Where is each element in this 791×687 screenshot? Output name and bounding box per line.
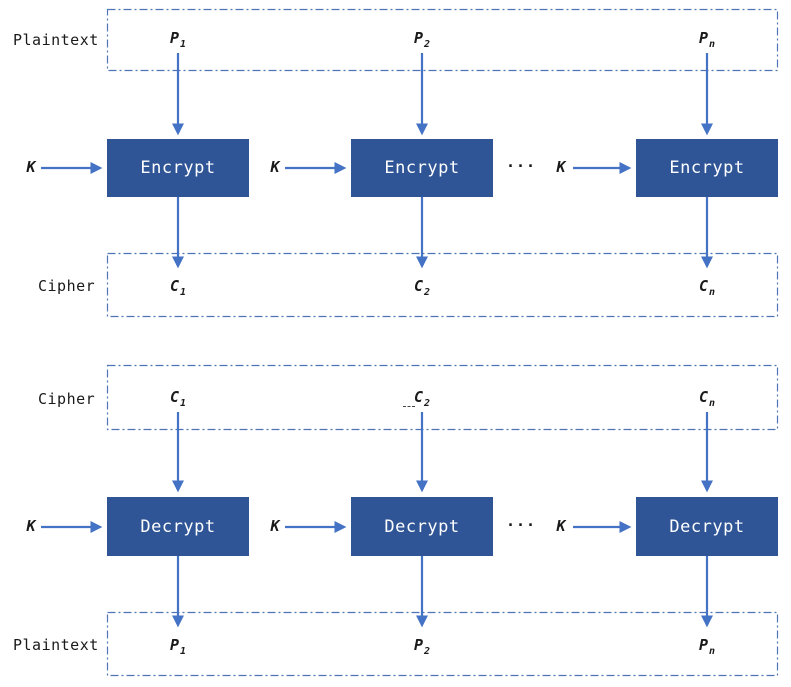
decrypt-box-2: Decrypt <box>351 497 493 556</box>
block-subscript: 1 <box>180 287 187 298</box>
block-base: P <box>169 29 179 47</box>
block-base: C <box>413 388 423 406</box>
decryption-input-region-label: Cipher <box>38 390 96 408</box>
encrypt-box-label: Encrypt <box>669 158 745 178</box>
block-base: P <box>413 29 423 47</box>
decryption-ellipsis: ... <box>505 512 537 530</box>
block-subscript: 2 <box>424 39 431 50</box>
block-base: C <box>169 277 179 295</box>
block-subscript: 2 <box>424 646 431 657</box>
plaintext-block-p1: P1 <box>170 29 186 50</box>
encryption-ellipsis: ... <box>505 153 537 171</box>
block-base: P <box>169 636 179 654</box>
decrypt-box-3: Decrypt <box>636 497 778 556</box>
cipher-block-c1-bottom: C1 <box>170 388 186 409</box>
block-subscript: n <box>709 398 716 409</box>
decryption-output-region-label: Plaintext <box>13 636 99 654</box>
plaintext-block-pn-bottom: Pn <box>699 636 715 657</box>
plaintext-block-p2: P2 <box>414 29 430 50</box>
encryption-key-label-2: K <box>270 158 280 176</box>
block-base: P <box>698 29 708 47</box>
decryption-input-region-border <box>106 364 779 431</box>
encryption-input-region-border <box>106 8 779 72</box>
block-subscript: n <box>709 287 716 298</box>
cipher-block-c1: C1 <box>170 277 186 298</box>
decryption-key-label-2: K <box>270 517 280 535</box>
encrypt-box-label: Encrypt <box>384 158 460 178</box>
cipher-block-cn-bottom: Cn <box>699 388 715 409</box>
cipher-block-c2: C2 <box>414 277 430 298</box>
decrypt-box-label: Decrypt <box>384 516 460 537</box>
block-base: C <box>169 388 179 406</box>
decryption-key-label-1: K <box>26 517 36 535</box>
decrypt-box-label: Decrypt <box>669 516 745 537</box>
decrypt-box-label: Decrypt <box>140 516 216 537</box>
decryption-output-region-border <box>106 611 779 677</box>
block-subscript: 1 <box>180 398 187 409</box>
block-subscript: n <box>709 39 716 50</box>
encrypt-box-label: Encrypt <box>140 158 216 178</box>
block-base: P <box>413 636 423 654</box>
encryption-key-label-1: K <box>26 158 36 176</box>
block-base: C <box>698 388 708 406</box>
encrypt-box-1: Encrypt <box>107 139 249 197</box>
spellcheck-underline <box>403 406 415 407</box>
block-base: P <box>698 636 708 654</box>
encryption-input-region-label: Plaintext <box>13 31 99 49</box>
cipher-block-c2-bottom: C2 <box>414 388 430 409</box>
block-base: C <box>413 277 423 295</box>
block-subscript: 1 <box>180 646 187 657</box>
encrypt-box-3: Encrypt <box>636 139 778 197</box>
decrypt-box-1: Decrypt <box>107 497 249 556</box>
block-base: C <box>698 277 708 295</box>
plaintext-block-p1-bottom: P1 <box>170 636 186 657</box>
block-subscript: 1 <box>180 39 187 50</box>
encrypt-box-2: Encrypt <box>351 139 493 197</box>
encryption-key-label-3: K <box>556 158 566 176</box>
decryption-key-label-3: K <box>556 517 566 535</box>
block-subscript: n <box>709 646 716 657</box>
encryption-output-region-border <box>106 252 779 318</box>
plaintext-block-p2-bottom: P2 <box>414 636 430 657</box>
cipher-block-cn: Cn <box>699 277 715 298</box>
block-subscript: 2 <box>424 398 431 409</box>
encryption-output-region-label: Cipher <box>38 277 96 295</box>
block-subscript: 2 <box>424 287 431 298</box>
plaintext-block-pn: Pn <box>699 29 715 50</box>
